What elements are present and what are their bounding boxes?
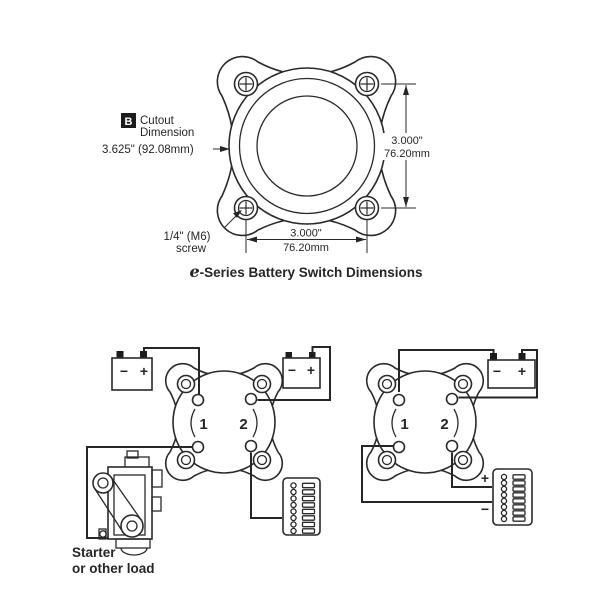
screw-callout: 1/4" (M6) screw [164, 210, 242, 255]
horizontal-dim-inches: 3.000" [290, 228, 322, 240]
cutout-label-line2: Dimension [140, 127, 194, 139]
wire-stud3-to-fuse-minus [361, 445, 492, 503]
caption-e-logo: e [189, 262, 199, 281]
screw-callout-line2: screw [176, 243, 207, 255]
screw-callout-arrow [233, 210, 242, 218]
wiring-diagram-left: − + − + [72, 346, 331, 576]
cutout-dimension-callout: B Cutout Dimension 3.625" (92.08mm) [102, 113, 230, 156]
vertical-dim-mm: 76.20mm [384, 148, 430, 160]
callout-b-letter: B [125, 116, 133, 128]
battery-switch-rear-view [164, 362, 284, 482]
wire-stud1-to-battery-minus [398, 349, 495, 392]
cutout-dimension-value: 3.625" (92.08mm) [102, 144, 194, 156]
load-label-line1: Starter [72, 545, 116, 560]
wire-battery1-to-stud1 [143, 347, 200, 394]
callout-arrow [220, 146, 230, 152]
wire-battery2-to-stud2 [257, 346, 331, 401]
caption-text: -Series Battery Switch Dimensions [200, 265, 423, 280]
battery-plus-label: + [307, 362, 315, 378]
battery-minus-label: − [120, 363, 128, 379]
battery-plus-label: + [140, 363, 148, 379]
horizontal-dimension: 3.000" 76.20mm [245, 219, 368, 254]
load-label-line2: or other load [72, 561, 155, 576]
fuse-block-icon [282, 477, 321, 536]
battery-icon: − + [487, 353, 536, 389]
mounting-screw-icon [233, 71, 259, 97]
callout-b-badge [121, 113, 136, 128]
wire-battery-plus-to-stud2 [458, 349, 538, 399]
horizontal-dim-mm: 76.20mm [283, 242, 329, 254]
battery-switch-rear-view [365, 362, 485, 482]
battery-minus-label: − [493, 363, 501, 379]
wire-stud4-to-fuse-plus [451, 452, 492, 488]
switch-knob-circle [256, 95, 358, 197]
battery-icon: − + [111, 351, 153, 391]
fuse-block-plus-label: + [481, 470, 489, 486]
fuse-block-minus-label: − [481, 501, 489, 517]
battery-plus-label: + [518, 363, 526, 379]
fuse-block-icon [492, 468, 533, 526]
vertical-dim-inches: 3.000" [391, 135, 423, 147]
battery-minus-label: − [288, 362, 296, 378]
switch-bezel-inner-ring [238, 77, 376, 215]
wire-stud2-to-fuse-block [250, 452, 282, 519]
vertical-dimension: 3.000" 76.20mm [381, 83, 430, 209]
dimension-diagram: B Cutout Dimension 3.625" (92.08mm) 3.00… [102, 55, 430, 281]
screw-callout-line1: 1/4" (M6) [164, 231, 211, 243]
diagram-caption: e-Series Battery Switch Dimensions [189, 262, 422, 281]
battery-icon: − + [282, 352, 321, 389]
cutout-label-line1: Cutout [140, 115, 175, 127]
mounting-screw-icon [354, 71, 380, 97]
starter-motor-icon [92, 450, 163, 556]
mounting-screw-icon [354, 195, 380, 221]
wiring-diagram-right: − + + − [361, 349, 538, 526]
